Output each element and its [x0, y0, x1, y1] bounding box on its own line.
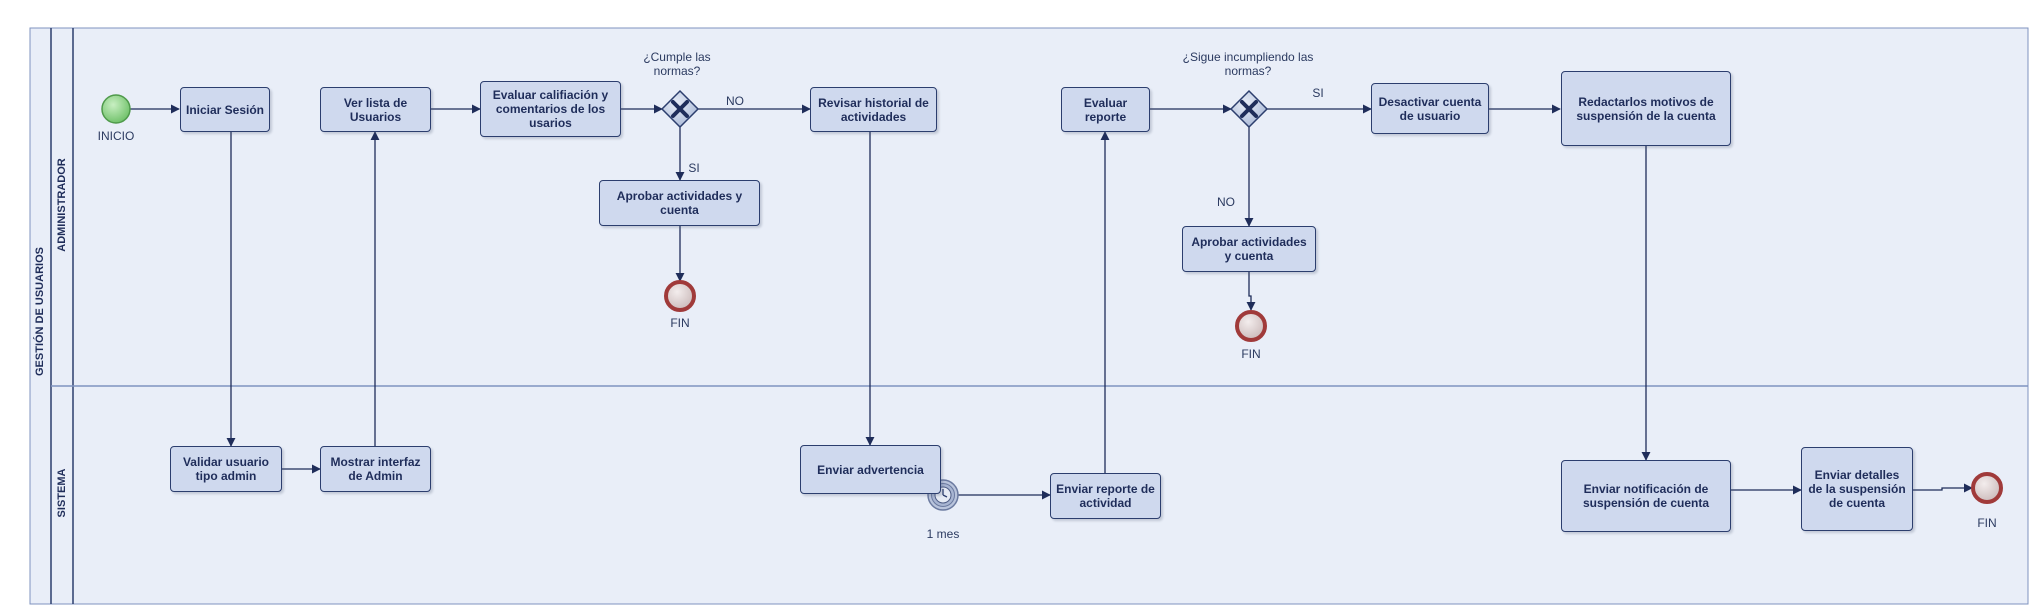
task-validar-usuario: Validar usuario tipo admin	[170, 446, 282, 492]
task-mostrar-interfaz: Mostrar interfaz de Admin	[320, 446, 431, 492]
task-iniciar-sesion: Iniciar Sesión	[180, 87, 270, 132]
end-label-1: FIN	[670, 316, 690, 330]
task-desactivar-cuenta: Desactivar cuenta de usuario	[1371, 83, 1489, 134]
task-aprobar-actividades-2: Aprobar actividades y cuenta	[1182, 226, 1316, 272]
start-event	[101, 94, 131, 124]
task-enviar-detalles: Enviar detalles de la suspensión de cuen…	[1801, 447, 1913, 531]
gateway-2-question: ¿Sigue incumpliendo las normas?	[1182, 50, 1314, 78]
gateway-2-yes-label: SI	[1312, 86, 1324, 100]
gateway-1-no-label: NO	[726, 94, 744, 108]
task-enviar-reporte: Enviar reporte de actividad	[1050, 473, 1161, 519]
gateway-2-no-label: NO	[1217, 195, 1235, 209]
task-ver-lista-usuarios: Ver lista de Usuarios	[320, 87, 431, 132]
task-enviar-advertencia: Enviar advertencia	[800, 445, 941, 494]
start-label: INICIO	[97, 129, 135, 143]
gateway-2	[1229, 89, 1269, 129]
task-revisar-historial: Revisar historial de actividades	[810, 87, 937, 132]
lane-title-admin: ADMINISTRADOR	[56, 158, 68, 252]
task-evaluar-calificacion: Evaluar califiación y comentarios de los…	[480, 81, 621, 137]
end-event-2	[1235, 310, 1267, 342]
lane-title-system: SISTEMA	[56, 468, 68, 518]
task-enviar-notificacion: Enviar notificación de suspensión de cue…	[1561, 460, 1731, 532]
gateway-1-question: ¿Cumple las normas?	[643, 50, 711, 78]
task-aprobar-actividades-1: Aprobar actividades y cuenta	[599, 180, 760, 226]
gateway-1-yes-label: SI	[688, 161, 700, 175]
end-event-3	[1971, 472, 2003, 504]
flow-detalles-fin3	[1913, 483, 1973, 493]
pool-title: GESTIÓN DE USUARIOS	[34, 247, 46, 376]
task-redactar-motivos: Redactarlos motivos de suspensión de la …	[1561, 71, 1731, 146]
end-label-2: FIN	[1241, 347, 1261, 361]
flow-aprobar-fin2	[1246, 272, 1256, 311]
task-evaluar-reporte: Evaluar reporte	[1061, 87, 1150, 132]
end-event-1	[664, 280, 696, 312]
gateway-1	[660, 89, 700, 129]
end-label-3: FIN	[1977, 516, 1997, 530]
timer-label: 1 mes	[926, 527, 960, 541]
